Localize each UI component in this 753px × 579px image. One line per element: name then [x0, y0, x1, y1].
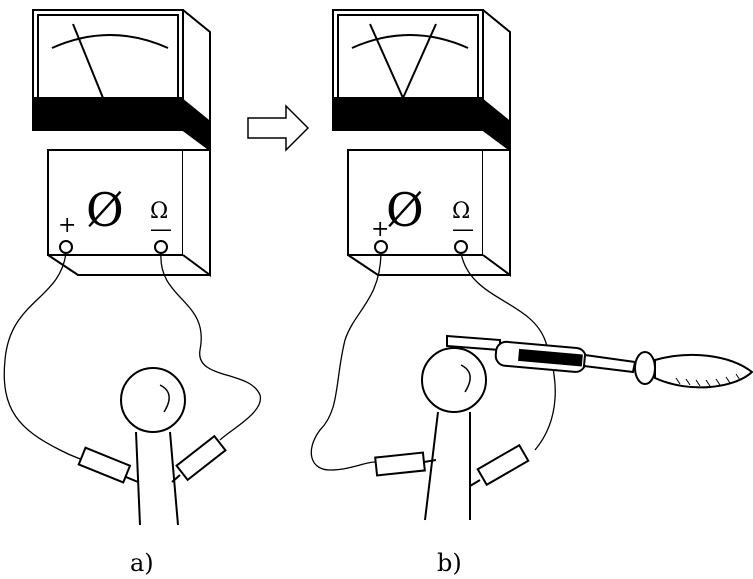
dial-window-a — [37, 14, 179, 99]
dial-window-b — [337, 14, 479, 99]
component-a — [77, 367, 227, 526]
multimeter-b — [332, 9, 511, 277]
scale-arc-a — [51, 34, 169, 49]
resistor-left-b — [374, 451, 426, 477]
right-arrow-icon — [247, 104, 310, 152]
adjust-knob-a: Ø — [86, 183, 124, 237]
panel-b: Ø + Ω — — [310, 9, 753, 577]
multimeter-a — [32, 9, 211, 277]
lead-left-b — [310, 252, 382, 471]
plus-label-a: + — [58, 213, 76, 238]
lead-right-a — [160, 252, 261, 441]
needle-b-right — [402, 23, 437, 99]
terminal-plus-a — [59, 240, 73, 254]
adjust-knob-b: Ø — [386, 183, 424, 237]
dial-band-a — [32, 97, 184, 129]
lead-left-a — [3, 252, 83, 461]
panel-a: Ø + Ω — a) — [3, 9, 261, 577]
minus-label-a: — — [150, 217, 172, 242]
terminal-plus-b — [374, 240, 388, 254]
needle-a — [72, 23, 104, 99]
ohm-label-a: Ω — [150, 199, 168, 224]
resistor-right-a — [175, 434, 227, 482]
resistor-right-b — [476, 443, 530, 487]
meter-lower-b — [347, 149, 484, 256]
component-b — [374, 347, 530, 521]
resistor-left-a — [77, 446, 132, 484]
scale-arc-b — [351, 34, 469, 49]
plus-label-b: + — [371, 217, 389, 242]
transistor-head-a — [120, 367, 186, 433]
caption-b: b) — [437, 549, 462, 577]
terminal-ohm-b — [454, 240, 468, 254]
caption-a: a) — [130, 549, 154, 577]
terminal-ohm-a — [154, 240, 168, 254]
transistor-head-b — [421, 347, 487, 413]
minus-label-b: — — [452, 217, 474, 242]
dial-band-b — [332, 97, 484, 129]
needle-b-left — [369, 23, 404, 99]
soldering-iron-icon — [446, 334, 753, 389]
ohm-label-b: Ω — [452, 199, 470, 224]
lead-right-b — [460, 252, 556, 451]
